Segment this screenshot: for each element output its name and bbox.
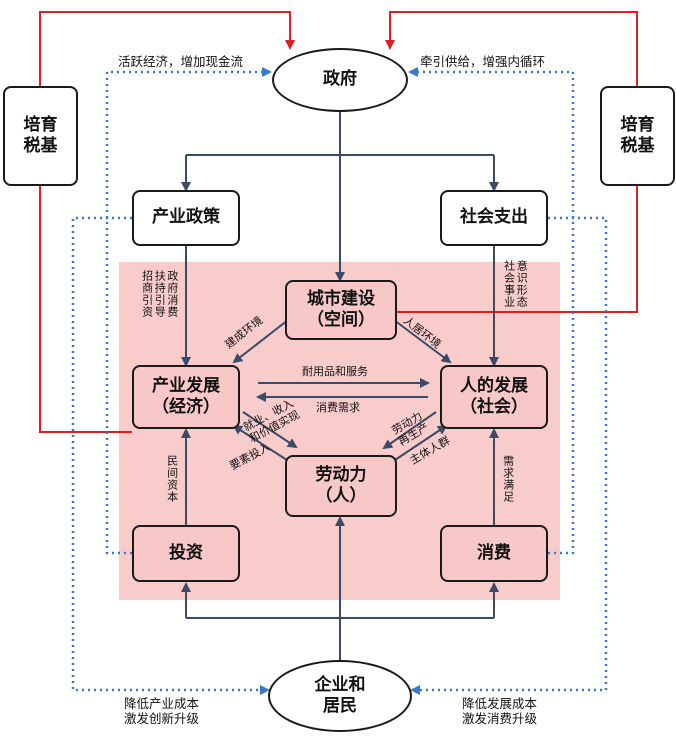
enterprises-residents-label: 企业和 居民: [314, 674, 366, 716]
human-development-label: 人的发展 （社会）: [460, 375, 528, 417]
labor-node: 劳动力 （人）: [285, 455, 397, 517]
blue-loop-bottom-left: [71, 216, 270, 695]
investment-node: 投资: [132, 525, 240, 582]
tax-base-right-label: 培育 税基: [620, 114, 655, 156]
tax-loop-left-top: [39, 11, 295, 86]
consumption-label: 消费: [477, 542, 511, 563]
label-consumer-demand: 消费需求: [316, 401, 360, 414]
tax-base-left-node: 培育 税基: [3, 86, 78, 186]
label-durable-goods: 耐用品和服务: [302, 365, 368, 378]
tax-loop-left-bottom: [39, 186, 132, 433]
industry-development-node: 产业发展 （经济）: [132, 365, 240, 429]
tax-base-right-node: 培育 税基: [600, 86, 675, 186]
social-spending-node: 社会支出: [440, 190, 548, 246]
blue-loop-left: [105, 67, 272, 555]
tax-loop-right-top: [385, 11, 638, 86]
label-ideology: 意识形态 社会事业: [502, 260, 529, 308]
enterprises-residents-node: 企业和 居民: [268, 660, 412, 732]
blue-loop-right: [408, 67, 575, 555]
label-pull-supply: 牵引供给，增强内循环: [420, 54, 546, 69]
urban-construction-node: 城市建设 （空间）: [285, 280, 397, 340]
consumption-node: 消费: [440, 525, 548, 582]
tax-base-left-label: 培育 税基: [23, 114, 58, 156]
industry-policy-label: 产业政策: [152, 207, 220, 228]
human-development-node: 人的发展 （社会）: [440, 365, 548, 429]
label-demand-satisfied: 需求满足: [501, 455, 515, 503]
government-label: 政府: [323, 69, 357, 90]
industry-development-label: 产业发展 （经济）: [152, 375, 220, 417]
industry-policy-node: 产业政策: [132, 190, 240, 246]
labor-label: 劳动力 （人）: [315, 464, 367, 506]
social-spending-label: 社会支出: [460, 207, 528, 228]
urban-construction-label: 城市建设 （空间）: [307, 288, 375, 330]
blue-loop-bottom-right: [410, 216, 608, 695]
investment-label: 投资: [169, 542, 203, 563]
tax-loop-right-bottom: [397, 186, 638, 313]
label-private-capital: 民间资本: [165, 455, 179, 503]
label-activate-economy: 活跃经济，增加现金流: [118, 54, 244, 69]
label-lower-industry-cost: 降低产业成本 激发创新升级: [124, 696, 200, 726]
label-lower-dev-cost: 降低发展成本 激发消费升级: [462, 696, 538, 726]
government-node: 政府: [272, 48, 408, 112]
label-gov-guide: 政府消费 扶持引导 招商引资: [140, 270, 179, 318]
